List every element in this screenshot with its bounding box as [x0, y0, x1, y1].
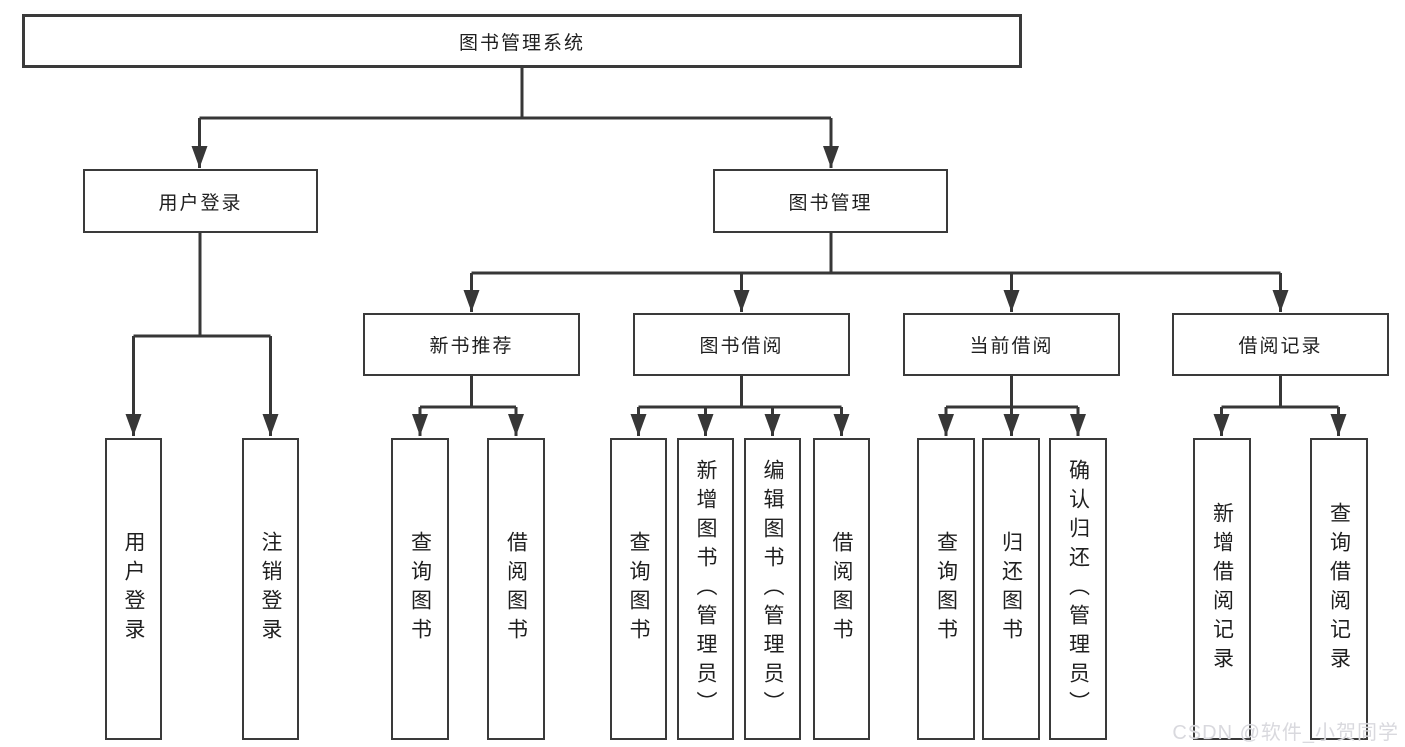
node-leaf-borrow-books: 借阅图书: [813, 438, 870, 740]
node-label: 图书借阅: [699, 336, 784, 357]
node-label: 确认归还（管理员）: [1066, 458, 1090, 720]
node-label: 新增借阅记录: [1210, 502, 1234, 676]
node-leaf-return-books: 归还图书: [982, 438, 1040, 740]
node-leaf-query-books: 查询图书: [610, 438, 667, 740]
node-label: 编辑图书（管理员）: [761, 458, 784, 720]
node-leaf-confirm-return-admin: 确认归还（管理员）: [1049, 438, 1107, 740]
node-label: 用户登录: [122, 531, 145, 647]
node-label: 新书推荐: [429, 336, 514, 357]
node-leaf-add-borrow-record: 新增借阅记录: [1193, 438, 1251, 740]
node-leaf-query-books-current: 查询图书: [917, 438, 975, 740]
node-label: 当前借阅: [969, 336, 1054, 357]
node-leaf-logout: 注销登录: [242, 438, 299, 740]
node-leaf-borrow-books-recommend: 借阅图书: [487, 438, 545, 740]
node-borrowing-records: 借阅记录: [1172, 313, 1389, 376]
node-label: 借阅记录: [1238, 336, 1323, 357]
node-label: 用户登录: [158, 192, 243, 214]
node-label: 查询图书: [934, 531, 958, 647]
node-label: 注销登录: [259, 531, 282, 647]
node-library-management-system: 图书管理系统: [22, 14, 1022, 68]
node-label: 借阅图书: [830, 531, 853, 647]
node-label: 图书管理: [788, 192, 873, 214]
node-book-borrowing: 图书借阅: [633, 313, 850, 376]
node-label: 查询图书: [627, 531, 650, 647]
node-label: 借阅图书: [504, 531, 528, 647]
node-label: 归还图书: [999, 531, 1023, 647]
node-leaf-query-books-recommend: 查询图书: [391, 438, 449, 740]
node-book-management: 图书管理: [713, 169, 948, 233]
node-leaf-query-borrow-record: 查询借阅记录: [1310, 438, 1368, 740]
csdn-watermark: CSDN @软件_小贺同学: [1172, 722, 1399, 744]
node-label: 查询图书: [408, 531, 432, 647]
node-user-login: 用户登录: [83, 169, 318, 233]
node-label: 查询借阅记录: [1327, 502, 1351, 676]
node-current-borrowing: 当前借阅: [903, 313, 1120, 376]
node-leaf-add-books-admin: 新增图书（管理员）: [677, 438, 734, 740]
node-new-book-recommend: 新书推荐: [363, 313, 580, 376]
node-label: 图书管理系统: [458, 32, 585, 54]
node-leaf-edit-books-admin: 编辑图书（管理员）: [744, 438, 801, 740]
node-leaf-user-login: 用户登录: [105, 438, 162, 740]
node-label: 新增图书（管理员）: [694, 458, 717, 720]
